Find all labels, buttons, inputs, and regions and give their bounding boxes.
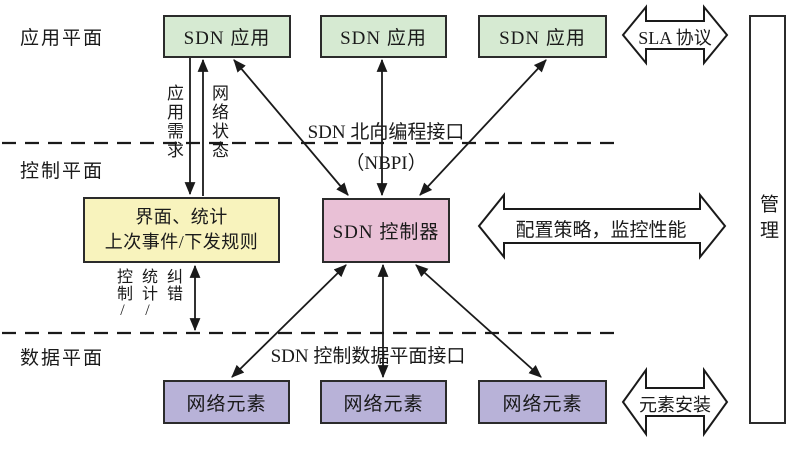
ui-stats-line2: 上次事件/下发规则 [104, 232, 259, 252]
nbpi-label-line1: SDN 北向编程接口 [307, 122, 465, 143]
sdn-app-label: SDN 应用 [499, 28, 586, 49]
sdn-controller-label: SDN 控制器 [332, 222, 440, 243]
network-element-label: 网络元素 [186, 393, 267, 415]
sdn-app-box-2: SDN 应用 [320, 15, 447, 58]
sla-arrow-label: SLA 协议 [638, 28, 712, 48]
arrow-app1-controller [233, 59, 349, 196]
network-element-label: 网络元素 [502, 393, 583, 415]
network-element-box-2: 网络元素 [320, 380, 447, 424]
edge-label-app-demand: 应用需求 [164, 84, 183, 160]
sdn-controller-box: SDN 控制器 [322, 198, 450, 263]
ui-stats-box: 界面、统计 上次事件/下发规则 [83, 197, 280, 263]
element-install-arrow-label: 元素安装 [639, 395, 711, 415]
double-arrow-element-install [621, 366, 729, 438]
plane-label-data: 数据平面 [20, 348, 105, 369]
edge-label-network-status: 网络状态 [209, 84, 228, 160]
ui-stats-line1: 界面、统计 [135, 206, 228, 227]
sdn-app-box-1: SDN 应用 [163, 15, 291, 58]
network-element-box-1: 网络元素 [163, 380, 290, 424]
management-label: 管理 [757, 193, 778, 246]
arrow-controller-element3 [415, 264, 542, 378]
plane-label-control: 控制平面 [20, 161, 105, 182]
sdpi-label: SDN 控制数据平面接口 [270, 346, 466, 367]
double-arrow-sla [621, 4, 729, 66]
edge-label-control-stat-correct: 控制/统计/纠错 [114, 268, 181, 320]
double-arrow-config-monitor [477, 192, 727, 260]
sdn-app-label: SDN 应用 [340, 28, 427, 49]
management-box: 管理 [749, 15, 786, 424]
config-monitor-arrow-label: 配置策略，监控性能 [515, 220, 687, 241]
nbpi-label-line2: （NBPI） [345, 153, 427, 174]
sdn-app-label: SDN 应用 [183, 28, 271, 49]
sdn-app-box-3: SDN 应用 [478, 15, 607, 58]
plane-label-application: 应用平面 [20, 28, 105, 49]
arrow-app3-controller [419, 59, 547, 196]
network-element-box-3: 网络元素 [478, 380, 607, 424]
network-element-label: 网络元素 [343, 393, 424, 415]
arrow-controller-element1 [231, 264, 347, 378]
